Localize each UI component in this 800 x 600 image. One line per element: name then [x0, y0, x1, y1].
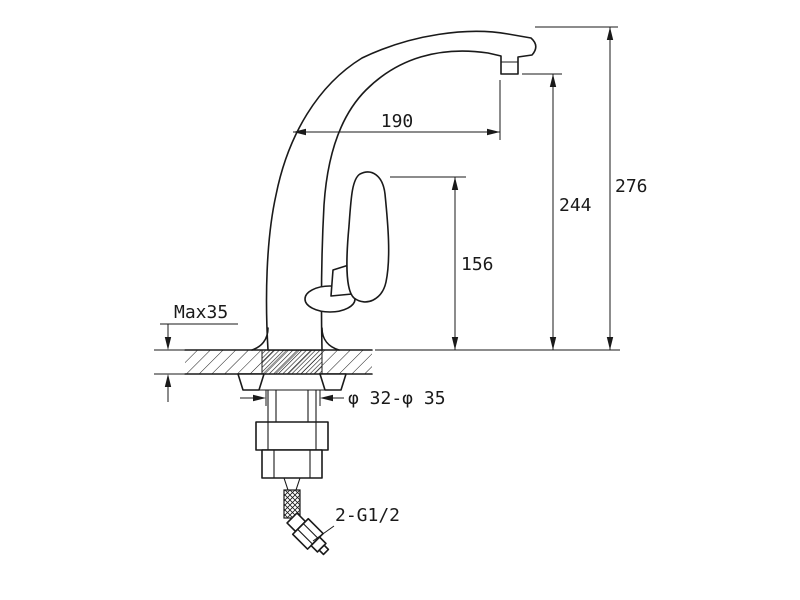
dimension-label-190: 190 — [381, 111, 414, 132]
faucet-outline — [251, 30, 537, 351]
fitting-nut-facet-1 — [302, 523, 319, 539]
label-thread-spec: 2-G1/2 — [335, 505, 400, 526]
dimension-label-156: 156 — [461, 254, 494, 275]
supply-hose — [283, 477, 330, 556]
faucet-shank-cross-section — [261, 349, 323, 375]
washer-right — [319, 373, 347, 391]
fitting-nut-facet-2 — [297, 528, 313, 545]
dimension-spout-reach: 190 — [293, 80, 501, 140]
arrowhead-up — [606, 27, 614, 40]
dimension-label-hole-diameter: φ 32-φ 35 — [348, 388, 446, 409]
base-flare-right — [321, 327, 340, 351]
countertop-section — [184, 349, 373, 375]
dimension-handle-height: 156 — [390, 176, 494, 350]
mounting-nut-upper — [255, 421, 329, 451]
arrowhead-up — [549, 74, 557, 87]
arrowhead-up — [451, 177, 459, 190]
arrowhead-down — [451, 337, 459, 350]
mounting-hardware — [237, 373, 347, 479]
dimension-overall-height: 276 — [535, 26, 648, 350]
arrowhead-down — [164, 337, 172, 350]
dimension-hole-diameter: φ 32-φ 35 — [240, 388, 446, 409]
dimension-counter-thickness: Max35 — [154, 302, 238, 402]
fitting-tip — [318, 544, 330, 556]
handle-lever — [346, 171, 390, 303]
hose-taper-right — [295, 477, 301, 491]
arrowhead-right — [253, 394, 266, 402]
washer-left — [237, 373, 265, 391]
dimension-outlet-height: 244 — [522, 73, 592, 350]
mounting-nut-lower — [261, 449, 323, 479]
leader-line-thread — [312, 525, 335, 542]
dimension-label-276: 276 — [615, 176, 648, 197]
hose-end-fitting — [286, 512, 330, 556]
arrowhead-up — [164, 374, 172, 387]
arrowhead-down — [549, 337, 557, 350]
callout-thread-spec: 2-G1/2 — [312, 505, 400, 542]
hose-taper-left — [283, 477, 289, 491]
base-flare-left — [251, 327, 269, 351]
dimensions: 190 244 276 156 — [154, 26, 648, 542]
arrowhead-left — [293, 128, 306, 136]
arrowhead-left — [320, 394, 333, 402]
dimension-label-244: 244 — [559, 195, 592, 216]
spout-and-body — [265, 30, 537, 351]
arrowhead-down — [606, 337, 614, 350]
arrowhead-right — [487, 128, 500, 136]
dimension-label-max35: Max35 — [174, 302, 228, 323]
